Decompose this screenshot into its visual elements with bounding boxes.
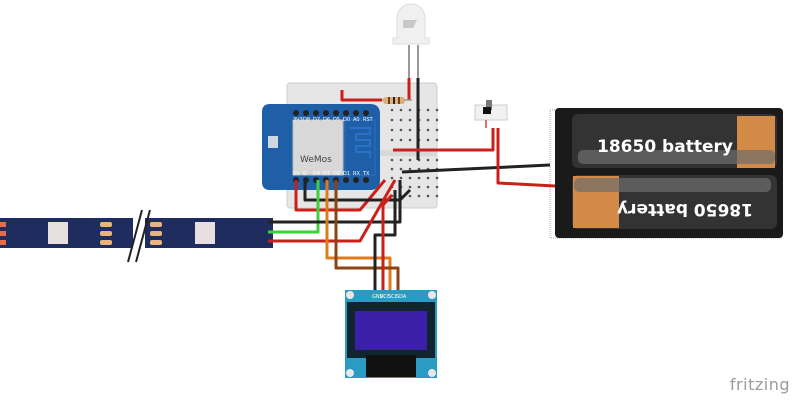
breadboard-hole	[426, 176, 430, 180]
wemos-pin-label: 5V	[293, 171, 300, 177]
wemos-pin-label: D3	[323, 171, 330, 177]
breadboard-hole	[426, 158, 430, 162]
breadboard-hole	[399, 108, 403, 112]
wemos-pin-label: 3V3	[293, 117, 303, 123]
breadboard-hole	[390, 167, 394, 171]
breadboard-hole	[435, 138, 439, 142]
breadboard-hole	[408, 194, 412, 198]
wemos-pin	[303, 110, 309, 116]
oled-pin-label: GND	[372, 294, 384, 300]
wemos-pin-label: TX	[362, 171, 370, 177]
resistor	[380, 97, 412, 104]
wemos-pin-label: RX	[353, 171, 360, 177]
breadboard-hole	[399, 158, 403, 162]
breadboard-hole	[408, 128, 412, 132]
wemos-pin	[293, 110, 299, 116]
led-strip	[0, 209, 273, 263]
fritzing-logo: fritzing	[729, 375, 790, 394]
breadboard-hole	[417, 176, 421, 180]
wemos-pin-label: D4	[313, 171, 320, 177]
wemos-pin-label: D0	[343, 117, 350, 123]
wemos-pin-label: D8	[303, 117, 310, 123]
wemos-pin	[363, 110, 369, 116]
breadboard-hole	[435, 128, 439, 132]
breadboard-hole	[417, 194, 421, 198]
wemos-pin	[353, 177, 359, 183]
breadboard-hole	[408, 167, 412, 171]
wemos-pin	[343, 177, 349, 183]
wemos-pin-label: D6	[323, 117, 330, 123]
breadboard-hole	[408, 176, 412, 180]
breadboard-hole	[417, 167, 421, 171]
breadboard-hole	[390, 138, 394, 142]
wemos-pin-label: RST	[363, 117, 374, 123]
oled-pin-label: SDA	[396, 294, 407, 300]
breadboard-hole	[390, 176, 394, 180]
breadboard-hole	[426, 185, 430, 189]
wemos-brand: WeMos	[300, 155, 332, 165]
breadboard-hole	[435, 118, 439, 122]
slide-switch	[474, 100, 508, 128]
led	[392, 3, 430, 80]
wemos-pin	[343, 110, 349, 116]
wemos-pin	[353, 110, 359, 116]
breadboard-hole	[390, 118, 394, 122]
breadboard-hole	[399, 167, 403, 171]
oled-pin-label: VCC	[380, 294, 391, 300]
breadboard-hole	[399, 118, 403, 122]
battery-label-top: 18650 battery	[597, 137, 733, 157]
breadboard-hole	[435, 108, 439, 112]
breadboard-hole	[435, 185, 439, 189]
breadboard-hole	[408, 118, 412, 122]
wemos-pin-label: G	[303, 171, 307, 177]
oled-pin-label: SCL	[388, 294, 398, 300]
breadboard-hole	[435, 176, 439, 180]
breadboard-hole	[399, 138, 403, 142]
breadboard-hole	[435, 158, 439, 162]
battery-label-bottom: 18650 battery	[617, 199, 753, 219]
wemos-pin-label: D2	[333, 171, 340, 177]
wemos-pin	[323, 110, 329, 116]
breadboard-hole	[408, 108, 412, 112]
breadboard-hole	[408, 185, 412, 189]
breadboard-hole	[426, 194, 430, 198]
wemos-pin	[363, 177, 369, 183]
breadboard-hole	[417, 185, 421, 189]
breadboard-hole	[435, 194, 439, 198]
wemos-pin-label: D5	[333, 117, 340, 123]
breadboard-hole	[390, 108, 394, 112]
breadboard-hole	[408, 138, 412, 142]
wires	[268, 90, 556, 290]
wemos-pin-label: D7	[313, 117, 320, 123]
wemos-pin	[313, 110, 319, 116]
wemos-pin	[333, 110, 339, 116]
wemos-pin-label: A0	[353, 117, 360, 123]
breadboard-hole	[408, 158, 412, 162]
breadboard-hole	[390, 128, 394, 132]
breadboard-hole	[390, 158, 394, 162]
breadboard-hole	[426, 108, 430, 112]
breadboard-hole	[399, 128, 403, 132]
breadboard-hole	[426, 138, 430, 142]
wemos-pin-label: D1	[343, 171, 350, 177]
breadboard-hole	[426, 128, 430, 132]
battery-holder: 18650 battery 18650 battery	[549, 108, 783, 239]
breadboard-hole	[399, 176, 403, 180]
breadboard-hole	[426, 118, 430, 122]
